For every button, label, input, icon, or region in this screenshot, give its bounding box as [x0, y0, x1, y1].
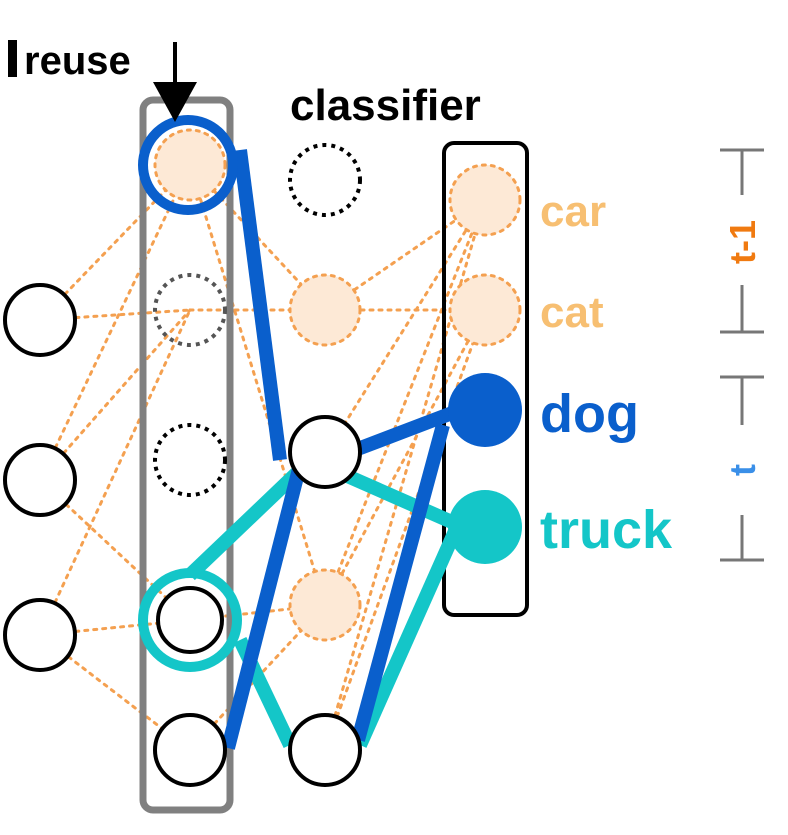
reuse-arrow	[153, 42, 197, 122]
task-bracket-prev	[720, 148, 764, 334]
output-node-car	[448, 163, 522, 237]
classifier-label: classifier	[290, 81, 481, 130]
input-node-2	[3, 443, 77, 517]
classifier-spare-node	[288, 143, 362, 217]
hidden-node-4	[288, 713, 362, 787]
class-label-dog: dog	[540, 384, 639, 444]
reused-node-highlight-blue	[138, 115, 238, 215]
input-node-1	[3, 283, 77, 357]
class-label-car: car	[540, 187, 606, 236]
output-node-dog	[448, 373, 522, 447]
hidden-node-2	[288, 415, 362, 489]
input-node-3	[3, 598, 77, 672]
hidden-node-3	[288, 568, 362, 642]
reused-node-highlight-cyan	[138, 568, 242, 672]
previous-task-nodes	[153, 128, 522, 642]
output-node-cat	[448, 273, 522, 347]
task-label-prev: t-1	[722, 220, 763, 264]
task-label-curr: t	[722, 464, 763, 476]
reuse-label: reuse	[24, 39, 131, 83]
dog-connections	[221, 149, 463, 750]
hidden-node-1	[288, 273, 362, 347]
reuse-bar-glyph	[8, 40, 17, 77]
reuse-node-2	[153, 273, 227, 347]
class-label-truck: truck	[540, 500, 673, 560]
previous-task-connections	[38, 163, 487, 752]
reuse-node-3	[153, 423, 227, 497]
reuse-node-5	[153, 713, 227, 787]
input-nodes	[3, 283, 77, 672]
task-bracket-curr	[720, 375, 764, 562]
reuse-node-1	[153, 128, 227, 202]
active-nodes	[153, 415, 362, 787]
class-label-cat: cat	[540, 288, 604, 337]
output-node-truck	[448, 490, 522, 564]
classifier-box	[442, 141, 529, 617]
reuse-node-4	[156, 586, 224, 654]
